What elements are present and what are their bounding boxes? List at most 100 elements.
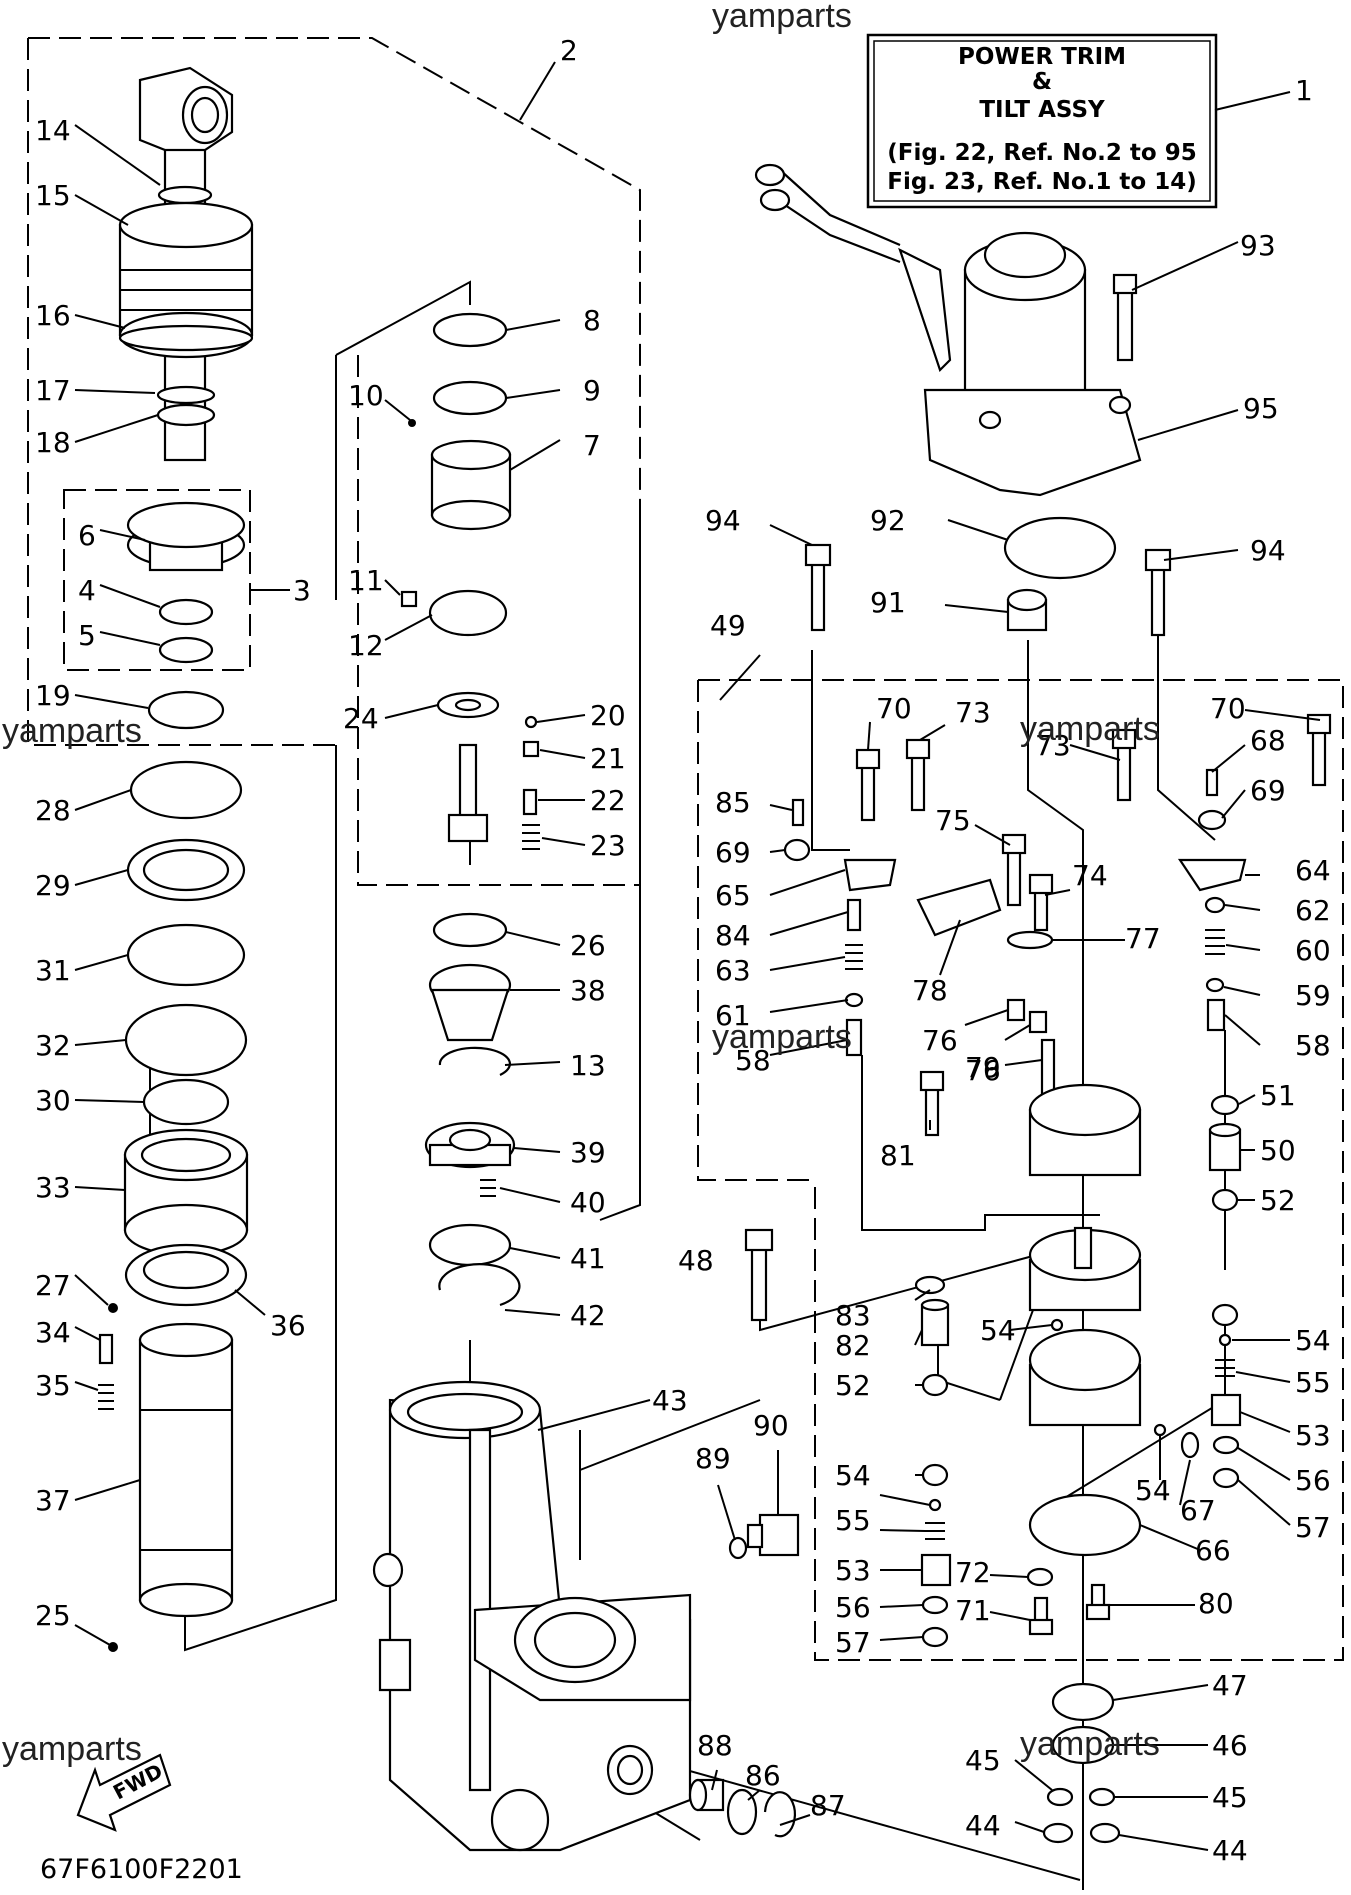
ref-45-left: 45 <box>965 1744 1001 1777</box>
o-ring-57-right <box>1212 1467 1240 1489</box>
pin-85 <box>791 798 805 827</box>
ref-52-right: 52 <box>1260 1184 1296 1217</box>
ref-84: 84 <box>715 919 751 952</box>
pump-housing-upper <box>1028 1083 1142 1177</box>
ref-57-right: 57 <box>1295 1511 1331 1544</box>
ref-76-b: 76 <box>965 1054 1001 1087</box>
ref-39: 39 <box>570 1136 606 1169</box>
label-leaders <box>74 61 1321 1851</box>
ref-44-right: 44 <box>1212 1834 1248 1867</box>
valve-82 <box>920 1298 950 1347</box>
o-ring-45-left <box>1046 1787 1074 1807</box>
ring-41 <box>428 1223 512 1267</box>
watermark-bottom-left: yamparts <box>2 1730 142 1768</box>
ref-34: 34 <box>35 1316 71 1349</box>
o-ring-5 <box>158 636 214 664</box>
ref-1: 1 <box>1295 74 1313 107</box>
seat-52-left <box>921 1373 949 1397</box>
seal-56-right <box>1212 1435 1240 1455</box>
ref-42: 42 <box>570 1299 606 1332</box>
ref-76-a: 76 <box>922 1024 958 1057</box>
ref-54-left: 54 <box>835 1459 871 1492</box>
ref-62: 62 <box>1295 894 1331 927</box>
ref-72: 72 <box>955 1556 991 1589</box>
o-ring-8 <box>432 312 508 348</box>
motor-base-95 <box>923 388 1142 497</box>
o-ring-31 <box>126 923 246 987</box>
diagram-code: 67F6100F2201 <box>40 1854 243 1885</box>
ref-46: 46 <box>1212 1729 1248 1762</box>
ball-54-left <box>928 1498 942 1512</box>
ref-70-left: 70 <box>876 692 912 725</box>
ball-54-right <box>1218 1333 1232 1347</box>
ref-23: 23 <box>590 829 626 862</box>
ref-53-right: 53 <box>1295 1419 1331 1452</box>
motor-assembly <box>754 163 1172 637</box>
ref-92: 92 <box>870 504 906 537</box>
pin-34 <box>98 1333 114 1365</box>
o-ring-89 <box>728 1536 748 1560</box>
ref-58-right: 58 <box>1295 1029 1331 1062</box>
ref-18: 18 <box>35 426 71 459</box>
o-ring-45-right <box>1088 1787 1116 1807</box>
pin-68 <box>1205 768 1219 797</box>
ref-28: 28 <box>35 794 71 827</box>
ref-24: 24 <box>343 702 379 735</box>
spring-60 <box>1205 929 1225 955</box>
valve-53-left <box>920 1553 952 1587</box>
ref-77: 77 <box>1125 922 1161 955</box>
ref-89: 89 <box>695 1442 731 1475</box>
watermark-center: yamparts <box>712 1018 852 1056</box>
ref-71: 71 <box>955 1594 991 1627</box>
seat-52-right <box>1211 1188 1239 1212</box>
seal-44-left <box>1042 1822 1074 1844</box>
circlip-87 <box>763 1791 797 1838</box>
seal-59 <box>1205 977 1225 993</box>
ring-36 <box>124 1243 248 1307</box>
fitting-88 <box>688 1778 725 1812</box>
ref-35: 35 <box>35 1369 71 1402</box>
seat-upper-right <box>1211 1303 1239 1327</box>
circlip-42 <box>438 1263 521 1307</box>
o-ring-9 <box>432 380 508 416</box>
seal-83 <box>914 1275 946 1295</box>
ref-55-left: 55 <box>835 1504 871 1537</box>
ref-67: 67 <box>1180 1494 1216 1527</box>
spring-35 <box>98 1384 114 1410</box>
ref-54-lower: 54 <box>1135 1474 1171 1507</box>
ref-54-right: 54 <box>1295 1324 1331 1357</box>
plate-66 <box>1028 1493 1142 1557</box>
ref-20: 20 <box>590 699 626 732</box>
ref-88: 88 <box>697 1729 733 1762</box>
ref-86: 86 <box>745 1759 781 1792</box>
ref-83: 83 <box>835 1299 871 1332</box>
ref-15: 15 <box>35 179 71 212</box>
bushing-76a <box>1006 998 1026 1022</box>
ball-20 <box>524 715 538 729</box>
o-ring-30 <box>142 1078 230 1126</box>
seal-56-left <box>921 1595 949 1615</box>
spring-55-right <box>1215 1359 1235 1377</box>
valve-7 <box>430 439 512 531</box>
cylinder-cap-33 <box>123 1128 249 1257</box>
ref-2: 2 <box>560 34 578 67</box>
ref-30: 30 <box>35 1084 71 1117</box>
ref-73-left: 73 <box>955 696 991 729</box>
collar-18 <box>156 403 216 427</box>
ref-9: 9 <box>583 374 601 407</box>
ref-65: 65 <box>715 879 751 912</box>
valve-58-left <box>845 1018 863 1057</box>
cap-6 <box>126 501 246 572</box>
ref-47: 47 <box>1212 1669 1248 1702</box>
title-line-4: (Fig. 22, Ref. No.2 to 95 <box>887 140 1196 166</box>
ball-10 <box>408 419 416 427</box>
coupling-91 <box>1006 588 1048 632</box>
o-ring-4 <box>158 598 214 626</box>
o-ring-28 <box>129 760 243 820</box>
pin-22 <box>522 788 538 816</box>
title-line-2: & <box>1032 69 1052 95</box>
ref-10: 10 <box>348 379 384 412</box>
ref-64: 64 <box>1295 854 1331 887</box>
ref-29: 29 <box>35 869 71 902</box>
ref-56-left: 56 <box>835 1591 871 1624</box>
